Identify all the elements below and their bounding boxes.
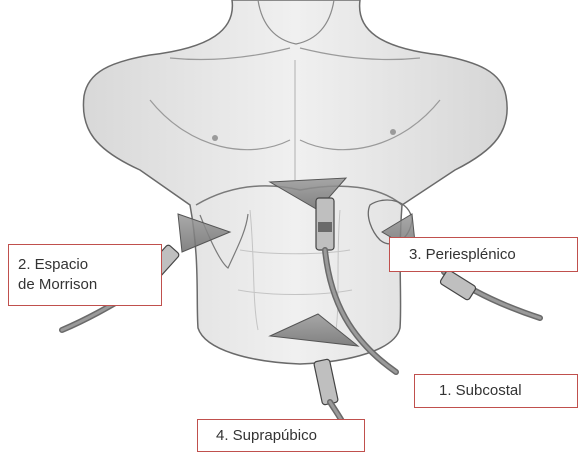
label-morrison-line2: de Morrison (18, 275, 97, 295)
label-periesplenico-text: 3. Periesplénico (409, 245, 516, 265)
label-periesplenico: 3. Periesplénico (389, 237, 578, 272)
label-morrison-line1: 2. Espacio (18, 255, 97, 275)
label-morrison: 2. Espacio de Morrison (8, 244, 162, 306)
label-suprapubico: 4. Suprapúbico (197, 419, 365, 452)
label-subcostal-text: 1. Subcostal (439, 381, 522, 401)
nipple-left (212, 135, 218, 141)
nipple-right (390, 129, 396, 135)
label-suprapubico-text: 4. Suprapúbico (216, 426, 317, 446)
label-subcostal: 1. Subcostal (414, 374, 578, 408)
